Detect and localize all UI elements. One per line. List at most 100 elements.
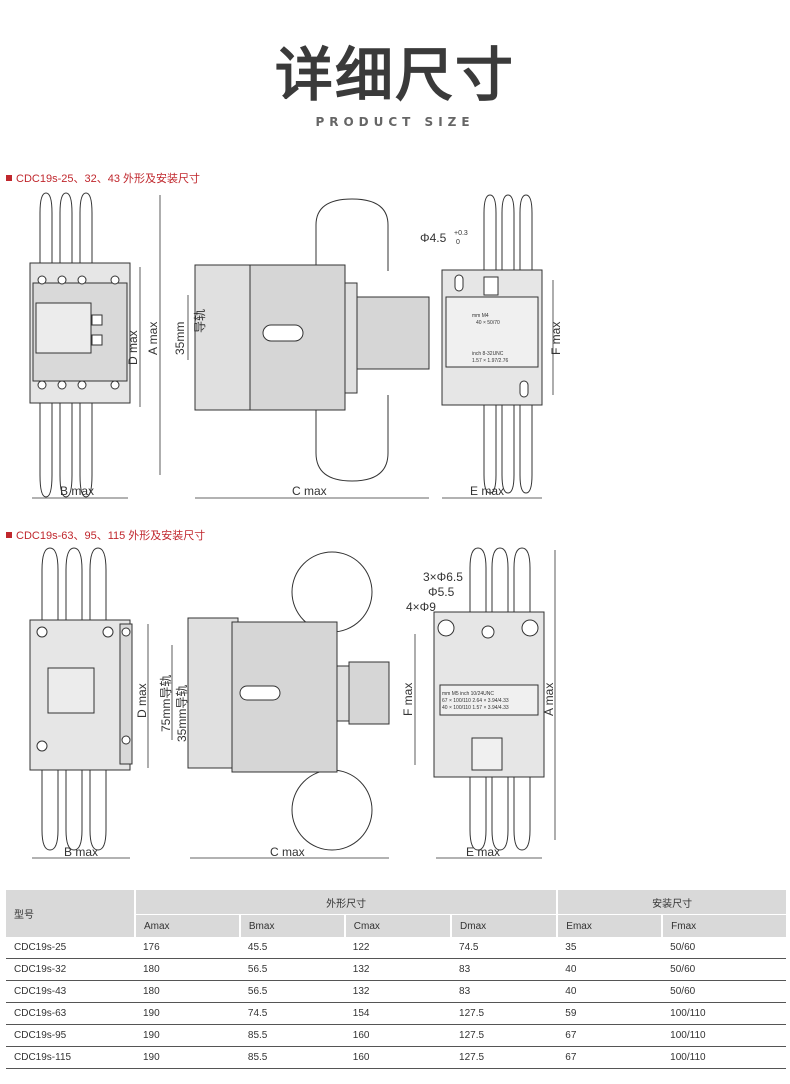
cell-bmax: 56.5 [239, 958, 345, 981]
dim-b-label-2: B max [64, 845, 98, 859]
cell-bmax: 85.5 [239, 1046, 345, 1069]
hole-label-2: Φ5.5 [428, 585, 455, 599]
col-amax: Amax [134, 914, 240, 937]
page-title: 详细尺寸 [274, 41, 515, 109]
rail-35-label: 35mm [173, 322, 187, 355]
dim-a-label-2: A max [542, 683, 556, 716]
dim-d-label-2: D max [135, 683, 149, 718]
cell-cmax: 122 [344, 937, 452, 959]
cell-emax: 59 [557, 1002, 663, 1025]
cell-dmax: 83 [451, 980, 558, 1003]
dimension-lines-1 [32, 195, 554, 499]
hole-tol-lower: 0 [456, 239, 460, 246]
section1-label-text: CDC19s-25、32、43 外形及安装尺寸 [16, 173, 200, 185]
plate-text-2a: mm M5 inch 10/24UNC [442, 691, 494, 697]
dim-c-label: C max [292, 484, 327, 498]
plate-text-2b: 67 × 100/110 2.64 × 3.94/4.33 [442, 698, 509, 704]
cell-amax: 190 [135, 1024, 240, 1047]
cell-fmax: 100/110 [662, 1046, 786, 1069]
col-cmax: Cmax [343, 914, 452, 937]
front-view-1 [29, 192, 131, 498]
rail-cn-label: 导轨 [193, 309, 207, 333]
side-view-1 [194, 198, 430, 482]
cell-cmax: 132 [344, 958, 452, 981]
cell-dmax: 127.5 [451, 1002, 558, 1025]
hole-label-1: 3×Φ6.5 [423, 570, 463, 584]
dim-a-label: A max [146, 322, 160, 355]
drawing-small-series: B max C max E max D max A max F max 35mm… [29, 192, 563, 499]
cell-bmax: 85.5 [239, 1024, 345, 1047]
cell-amax: 190 [135, 1002, 240, 1025]
model-header: 型号 [6, 890, 135, 937]
cell-amax: 190 [135, 1046, 240, 1069]
dimension-lines-2 [32, 550, 556, 859]
top-view-1 [441, 194, 543, 494]
cell-fmax: 50/60 [662, 958, 786, 981]
plate-text-1d: 1.57 × 1.97/2.76 [472, 358, 509, 364]
cell-fmax: 50/60 [662, 937, 786, 959]
outline-group-header: 外形尺寸 [133, 890, 558, 915]
section2-label: CDC19s-63、95、115 外形及安装尺寸 [6, 527, 205, 543]
cell-emax: 67 [557, 1024, 663, 1047]
cell-bmax: 56.5 [239, 980, 345, 1003]
install-group-header: 安装尺寸 [556, 890, 786, 915]
bullet-square-icon [6, 175, 12, 181]
cell-model: CDC19s-95 [6, 1024, 135, 1047]
spec-table: 型号 外形尺寸 安装尺寸 Amax Bmax Cmax Dmax Emax Fm… [6, 890, 786, 1069]
cell-dmax: 83 [451, 958, 558, 981]
cell-model: CDC19s-25 [6, 937, 135, 959]
cell-amax: 176 [135, 937, 240, 959]
dim-f-label: F max [549, 322, 563, 355]
col-dmax: Dmax [450, 914, 558, 937]
front-view-2 [29, 547, 133, 851]
side-view-2 [187, 551, 390, 851]
col-fmax: Fmax [661, 914, 786, 937]
cell-fmax: 100/110 [662, 1002, 786, 1025]
cell-emax: 67 [557, 1046, 663, 1069]
rail-35-label-2: 35mm导轨 [175, 685, 189, 742]
dim-b-label: B max [60, 484, 94, 498]
cell-model: CDC19s-63 [6, 1002, 135, 1025]
cell-model: CDC19s-43 [6, 980, 135, 1003]
col-bmax: Bmax [238, 914, 345, 937]
section2-label-text: CDC19s-63、95、115 外形及安装尺寸 [16, 530, 206, 542]
bullet-square-icon [6, 532, 12, 538]
hole-label: Φ4.5 [420, 231, 447, 245]
cell-cmax: 132 [344, 980, 452, 1003]
cell-bmax: 45.5 [239, 937, 345, 959]
cell-model: CDC19s-115 [6, 1046, 135, 1069]
plate-text-1b: 40 × 50/70 [476, 320, 500, 326]
cell-model: CDC19s-32 [6, 958, 135, 981]
dim-c-label-2: C max [270, 845, 305, 859]
cell-fmax: 50/60 [662, 980, 786, 1003]
section1-label: CDC19s-25、32、43 外形及安装尺寸 [6, 170, 200, 186]
cell-amax: 180 [135, 958, 240, 981]
top-view-2 [433, 547, 545, 851]
cell-emax: 40 [557, 958, 663, 981]
cell-dmax: 127.5 [451, 1024, 558, 1047]
dim-d-label: D max [126, 330, 140, 365]
drawing-large-series: B max C max E max D max A max F max 75mm… [29, 547, 556, 859]
hole-label-3: 4×Φ9 [406, 600, 436, 614]
cell-cmax: 154 [344, 1002, 452, 1025]
cell-dmax: 127.5 [451, 1046, 558, 1069]
cell-emax: 35 [557, 937, 663, 959]
dim-e-label: E max [470, 484, 504, 498]
cell-emax: 40 [557, 980, 663, 1003]
col-emax: Emax [556, 914, 663, 937]
cell-cmax: 160 [344, 1046, 452, 1069]
cell-cmax: 160 [344, 1024, 452, 1047]
cell-bmax: 74.5 [239, 1002, 345, 1025]
plate-text-1a: mm M4 [472, 313, 489, 319]
plate-text-1c: inch 8-32UNC [472, 351, 504, 357]
cell-dmax: 74.5 [451, 937, 558, 959]
cell-amax: 180 [135, 980, 240, 1003]
hole-tol-upper: +0.3 [454, 230, 468, 237]
rail-75-label: 75mm导轨 [159, 675, 173, 732]
